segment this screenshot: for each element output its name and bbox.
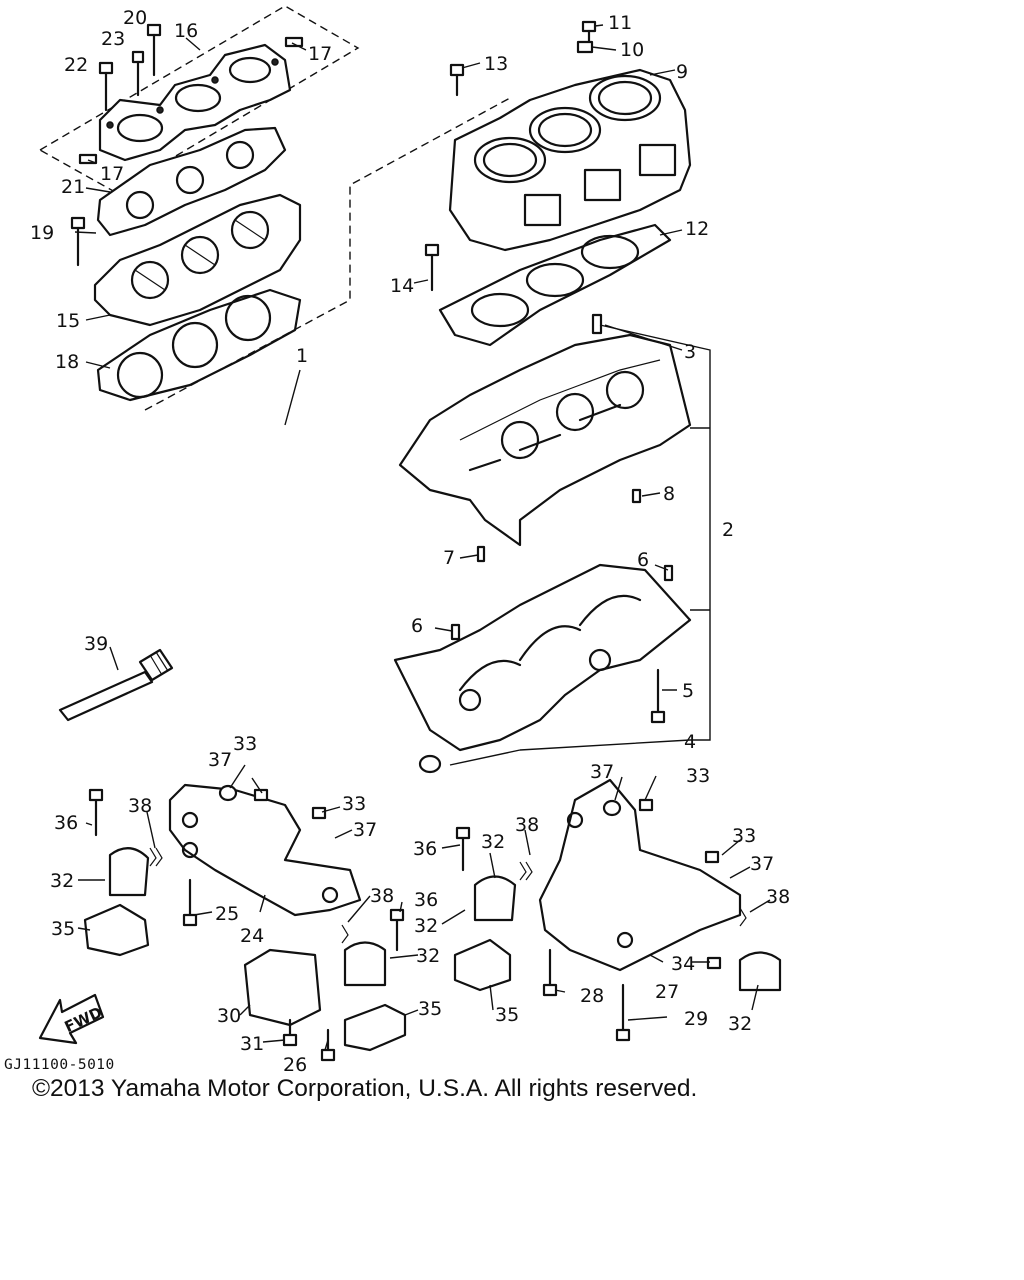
callout-27: 27 [655, 981, 679, 1003]
callout-32-c: 32 [416, 945, 440, 967]
callout-33-a: 33 [233, 733, 257, 755]
cylinder-block [424, 20, 692, 347]
callout-8: 8 [663, 483, 675, 505]
callout-23: 23 [101, 28, 125, 50]
callout-20: 20 [123, 7, 147, 29]
callout-32-e: 32 [728, 1013, 752, 1035]
callout-38-b: 38 [370, 885, 394, 907]
callout-36-c: 36 [413, 838, 437, 860]
callout-32-b: 32 [414, 915, 438, 937]
callout-38-a: 38 [128, 795, 152, 817]
callout-33-b: 33 [342, 793, 366, 815]
engine-mounts [83, 778, 782, 1062]
callout-34: 34 [671, 953, 695, 975]
callout-6-right: 6 [637, 549, 649, 571]
drive-shaft [58, 648, 174, 722]
engine-parts-diagram: FWD 20 16 23 17 22 17 21 19 15 18 1 11 1… [30, 5, 790, 1076]
callout-9: 9 [676, 61, 688, 83]
callout-39: 39 [84, 633, 108, 655]
callout-6-left: 6 [411, 615, 423, 637]
copyright-notice: ©2013 Yamaha Motor Corporation, U.S.A. A… [32, 1075, 698, 1102]
callout-26: 26 [283, 1054, 307, 1076]
callout-35-a: 35 [51, 918, 75, 940]
callout-37-a: 37 [208, 749, 232, 771]
callout-30: 30 [217, 1005, 241, 1027]
callout-29: 29 [684, 1008, 708, 1030]
callout-17-top: 17 [308, 43, 332, 65]
callout-17-bottom: 17 [100, 163, 124, 185]
crankcase-lower [393, 563, 692, 774]
crankcase-upper [398, 313, 692, 563]
callout-16: 16 [174, 20, 198, 42]
callout-33-d: 33 [732, 825, 756, 847]
callout-38-d: 38 [766, 886, 790, 908]
callout-22: 22 [64, 54, 88, 76]
callout-25: 25 [215, 903, 239, 925]
callout-37-d: 37 [750, 853, 774, 875]
callout-38-c: 38 [515, 814, 539, 836]
callout-labels: 20 16 23 17 22 17 21 19 15 18 1 11 10 9 … [30, 7, 790, 1076]
callout-32-d: 32 [481, 831, 505, 853]
callout-12: 12 [685, 218, 709, 240]
callout-14: 14 [390, 275, 414, 297]
diagram-code: GJ11100-5010 [4, 1057, 115, 1073]
callout-24: 24 [240, 925, 264, 947]
callout-28: 28 [580, 985, 604, 1007]
callout-13: 13 [484, 53, 508, 75]
callout-37-c: 37 [590, 761, 614, 783]
callout-2: 2 [722, 519, 734, 541]
callout-33-c: 33 [686, 765, 710, 787]
callout-4: 4 [684, 731, 696, 753]
callout-19: 19 [30, 222, 54, 244]
callout-1: 1 [296, 345, 308, 367]
callout-35-b: 35 [418, 998, 442, 1020]
callout-7: 7 [443, 547, 455, 569]
callout-35-c: 35 [495, 1004, 519, 1026]
callout-5: 5 [682, 680, 694, 702]
callout-10: 10 [620, 39, 644, 61]
cylinder-head-assembly [38, 5, 511, 426]
callout-18: 18 [55, 351, 79, 373]
callout-32-a: 32 [50, 870, 74, 892]
callout-31: 31 [240, 1033, 264, 1055]
callout-36-b: 36 [414, 889, 438, 911]
callout-3: 3 [684, 341, 696, 363]
callout-36-a: 36 [54, 812, 78, 834]
leader-lines [74, 24, 771, 1051]
callout-21: 21 [61, 176, 85, 198]
callout-37-b: 37 [353, 819, 377, 841]
callout-15: 15 [56, 310, 80, 332]
callout-11: 11 [608, 12, 632, 34]
forward-arrow-icon: FWD [38, 993, 105, 1045]
